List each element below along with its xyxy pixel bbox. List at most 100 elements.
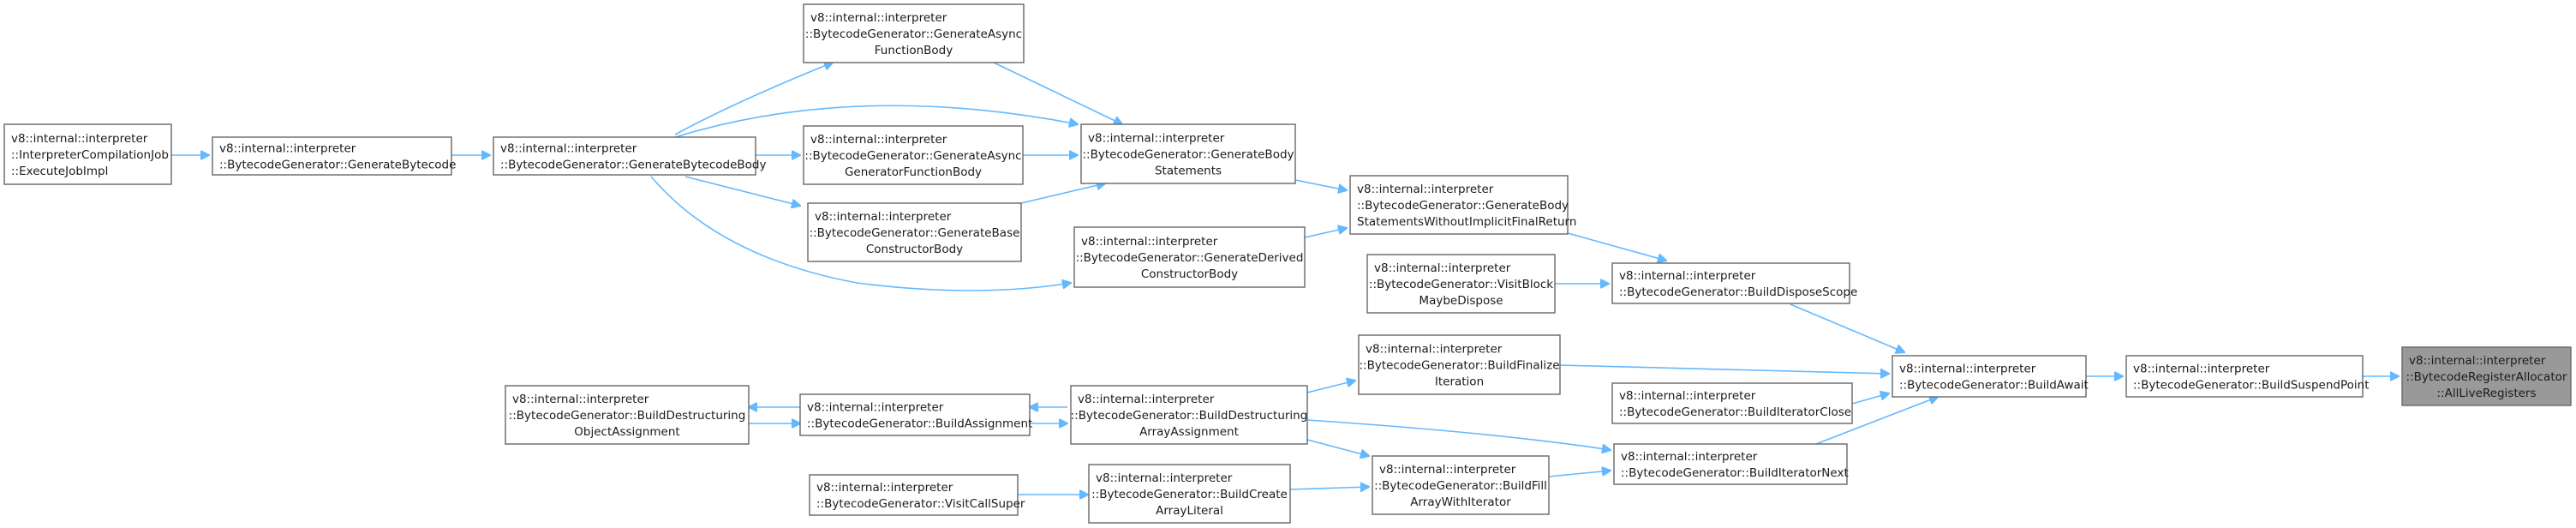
- edge-buildcreatearray-buildfillarray: [1289, 487, 1369, 489]
- node-label-line: v8::internal::interpreter: [807, 400, 944, 414]
- node-label-line: v8::internal::interpreter: [219, 141, 356, 155]
- node-box: [1611, 382, 1853, 424]
- node-builddestructarray[interactable]: v8::internal::interpreter::BytecodeGener…: [1070, 385, 1308, 445]
- node-buildcreatearray[interactable]: v8::internal::interpreter::BytecodeGener…: [1088, 464, 1291, 524]
- node-label-line: ::BytecodeGenerator::BuildDestructuring: [1071, 409, 1308, 423]
- node-label-line: v8::internal::interpreter: [1619, 269, 1756, 283]
- node-box: [809, 474, 1019, 516]
- node-box: [493, 136, 756, 176]
- node-label-line: ::InterpreterCompilationJob: [11, 148, 169, 162]
- node-label-line: ::BytecodeGenerator::BuildDestructuring: [509, 409, 746, 423]
- node-label-line: ArrayLiteral: [1156, 504, 1223, 518]
- node-label-line: v8::internal::interpreter: [11, 132, 148, 146]
- node-box: [1358, 334, 1561, 395]
- node-label-line: v8::internal::interpreter: [1088, 131, 1225, 145]
- node-box: [1070, 385, 1308, 445]
- node-label-line: v8::internal::interpreter: [810, 11, 947, 25]
- node-label-line: MaybeDispose: [1419, 294, 1503, 308]
- node-genbytecode[interactable]: v8::internal::interpreter::BytecodeGener…: [212, 136, 456, 176]
- edge-buildfinalize-buildawait: [1558, 364, 1889, 374]
- node-genbodynoreturn[interactable]: v8::internal::interpreter::BytecodeGener…: [1349, 175, 1576, 235]
- node-genasyncgen[interactable]: v8::internal::interpreter::BytecodeGener…: [803, 125, 1024, 185]
- node-buildawait[interactable]: v8::internal::interpreter::BytecodeGener…: [1892, 355, 2089, 398]
- node-builddisposescope[interactable]: v8::internal::interpreter::BytecodeGener…: [1611, 262, 1857, 304]
- node-label-line: v8::internal::interpreter: [816, 481, 953, 495]
- node-box: [1372, 455, 1550, 515]
- node-execjob[interactable]: v8::internal::interpreter::InterpreterCo…: [3, 123, 172, 185]
- node-label-line: ConstructorBody: [1141, 267, 1238, 281]
- node-box: [1611, 262, 1850, 304]
- node-builditeratornext[interactable]: v8::internal::interpreter::BytecodeGener…: [1613, 443, 1849, 485]
- node-label-line: v8::internal::interpreter: [512, 393, 649, 406]
- node-genbytecodebody[interactable]: v8::internal::interpreter::BytecodeGener…: [493, 136, 766, 176]
- node-label-line: ::BytecodeGenerator::GenerateBase: [810, 226, 1020, 240]
- node-label-line: v8::internal::interpreter: [1619, 389, 1756, 403]
- node-label-line: v8::internal::interpreter: [810, 133, 947, 147]
- node-buildassignment[interactable]: v8::internal::interpreter::BytecodeGener…: [799, 393, 1032, 436]
- node-genderivedconstructor[interactable]: v8::internal::interpreter::BytecodeGener…: [1073, 226, 1306, 288]
- node-label-line: v8::internal::interpreter: [500, 141, 637, 155]
- node-label-line: ObjectAssignment: [574, 425, 679, 439]
- edge-genbodystatements-genbodynoreturn: [1294, 179, 1347, 190]
- node-label-line: ::BytecodeGenerator::BuildSuspendPoint: [2133, 378, 2369, 392]
- node-box: [1613, 443, 1848, 485]
- node-box: [803, 125, 1024, 185]
- node-label-line: ::ExecuteJobImpl: [11, 165, 108, 178]
- node-label-line: ::AllLiveRegisters: [2436, 387, 2536, 400]
- node-builditeratorclose[interactable]: v8::internal::interpreter::BytecodeGener…: [1611, 382, 1853, 424]
- node-label-line: v8::internal::interpreter: [2409, 354, 2546, 368]
- edge-builddisposescope-buildawait: [1790, 303, 1904, 352]
- node-buildsuspend[interactable]: v8::internal::interpreter::BytecodeGener…: [2125, 355, 2369, 398]
- edge-genasyncfunc-genbodystatements: [993, 62, 1122, 124]
- node-label-line: ::BytecodeRegisterAllocator: [2406, 370, 2567, 384]
- node-genbaseconstructor[interactable]: v8::internal::interpreter::BytecodeGener…: [807, 202, 1022, 262]
- node-buildfillarray[interactable]: v8::internal::interpreter::BytecodeGener…: [1372, 455, 1550, 515]
- node-box: [3, 123, 172, 185]
- node-label-line: ArrayWithIterator: [1410, 495, 1511, 509]
- edge-builddestructarray-buildfillarray: [1306, 439, 1369, 456]
- edge-genbytecodebody-genbodystatements: [674, 105, 1078, 138]
- node-label-line: ::BytecodeGenerator::BuildIteratorNext: [1621, 466, 1849, 480]
- node-builddestructobj[interactable]: v8::internal::interpreter::BytecodeGener…: [505, 385, 750, 445]
- node-box: [1349, 175, 1569, 235]
- node-label-line: v8::internal::interpreter: [1078, 393, 1215, 406]
- node-label-line: GeneratorFunctionBody: [845, 165, 982, 179]
- node-alllive[interactable]: v8::internal::interpreter::BytecodeRegis…: [2401, 346, 2572, 406]
- node-buildfinalize[interactable]: v8::internal::interpreter::BytecodeGener…: [1358, 334, 1561, 395]
- node-label-line: v8::internal::interpreter: [2133, 362, 2270, 375]
- node-label-line: v8::internal::interpreter: [1366, 342, 1503, 356]
- node-box: [1073, 226, 1306, 288]
- node-label-line: v8::internal::interpreter: [815, 210, 952, 224]
- node-label-line: ::BytecodeGenerator::GenerateAsync: [804, 149, 1021, 163]
- node-label-line: ConstructorBody: [866, 243, 963, 256]
- edge-builddestructarray-builditeratornext: [1306, 419, 1611, 450]
- node-label-line: ::BytecodeGenerator::BuildCreate: [1091, 488, 1288, 501]
- node-box: [1892, 355, 2087, 398]
- node-label-line: ::BytecodeGenerator::GenerateAsync: [805, 27, 1022, 41]
- node-box: [1080, 123, 1296, 184]
- node-box: [1088, 464, 1291, 524]
- edge-builditeratorclose-buildawait: [1851, 393, 1889, 405]
- edge-builditeratornext-buildawait: [1815, 397, 1938, 445]
- node-visitblock[interactable]: v8::internal::interpreter::BytecodeGener…: [1366, 254, 1556, 314]
- node-label-line: ::BytecodeGenerator::BuildFinalize: [1359, 358, 1559, 372]
- node-label-line: ::BytecodeGenerator::BuildIteratorClose: [1619, 405, 1851, 419]
- node-visitcallsuper[interactable]: v8::internal::interpreter::BytecodeGener…: [809, 474, 1025, 516]
- node-box: [2125, 355, 2364, 398]
- node-box: [799, 393, 1031, 436]
- node-box: [212, 136, 452, 176]
- node-box: [2401, 346, 2572, 406]
- node-label-line: ::BytecodeGenerator::GenerateBody: [1082, 147, 1294, 161]
- edge-buildfillarray-builditeratornext: [1548, 471, 1611, 477]
- node-label-line: v8::internal::interpreter: [1621, 450, 1758, 464]
- node-genasyncfunc[interactable]: v8::internal::interpreter::BytecodeGener…: [803, 3, 1025, 63]
- edge-genbodynoreturn-builddisposescope: [1567, 232, 1666, 261]
- node-box: [505, 385, 750, 445]
- node-genbodystatements[interactable]: v8::internal::interpreter::BytecodeGener…: [1080, 123, 1296, 184]
- edge-genbytecodebody-genbase: [684, 176, 800, 206]
- node-label-line: v8::internal::interpreter: [1374, 261, 1511, 275]
- node-label-line: ::BytecodeGenerator::GenerateBytecode: [219, 158, 456, 171]
- node-label-line: ::BytecodeGenerator::BuildAssignment: [807, 417, 1032, 430]
- edge-builddestructarray-buildfinalize: [1306, 381, 1355, 393]
- node-label-line: ::BytecodeGenerator::GenerateBytecodeBod…: [500, 158, 766, 171]
